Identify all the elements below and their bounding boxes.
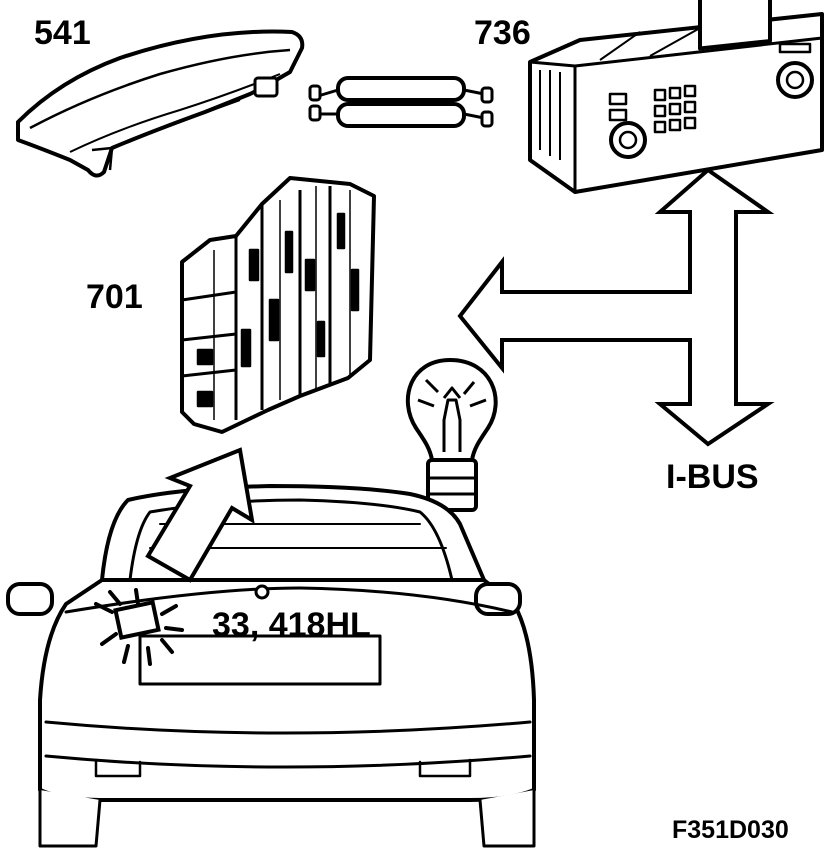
label-736: 736: [474, 14, 531, 52]
component-701-module: [180, 176, 376, 434]
bulb-icon: [405, 358, 498, 512]
rear-lamp-highlight: [94, 588, 184, 666]
cable-connectors: [308, 76, 494, 128]
label-i-bus: I-BUS: [666, 458, 759, 496]
label-541: 541: [34, 14, 91, 52]
i-bus-arrow: [457, 167, 775, 447]
signal-arrow: [145, 447, 255, 583]
component-736-panel: [528, 0, 824, 194]
label-701: 701: [86, 278, 143, 316]
component-541-housing: [16, 29, 305, 178]
car-rear-view: [6, 484, 536, 848]
label-rear-lamp: 33, 418HL: [212, 606, 371, 644]
label-figure-id: F351D030: [672, 816, 789, 844]
